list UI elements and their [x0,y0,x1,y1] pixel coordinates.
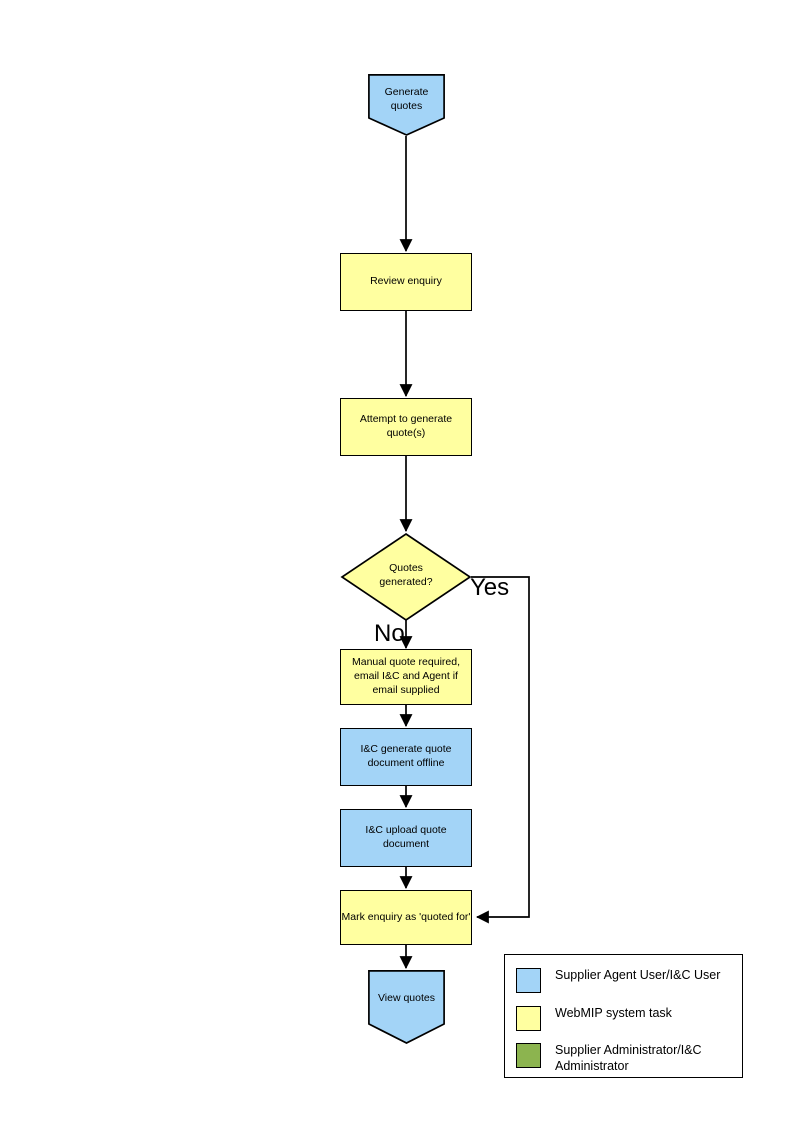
node-label: I&C generate quote document offline [360,743,452,769]
legend-swatch-green [516,1043,541,1068]
legend-swatch-blue [516,968,541,993]
node-generate-quotes[interactable]: Generate quotes [368,74,445,136]
node-ic-upload-quote-document[interactable]: I&C upload quote document [340,809,472,867]
legend-label: Supplier Agent User/I&C User [555,968,721,982]
legend-swatch-yellow [516,1006,541,1031]
legend: Supplier Agent User/I&C User WebMIP syst… [504,954,743,1078]
edge-label-no: No [374,620,405,647]
legend-item-webmip-system-task: WebMIP system task [516,1006,672,1031]
legend-label: Supplier Administrator/I&C Administrator [555,1043,702,1073]
legend-label: WebMIP system task [555,1006,672,1020]
node-label: Quotes generated? [379,562,433,588]
node-attempt-generate-quotes[interactable]: Attempt to generate quote(s) [340,398,472,456]
node-mark-enquiry-quoted-for[interactable]: Mark enquiry as 'quoted for' [340,890,472,945]
node-label: Mark enquiry as 'quoted for' [341,910,471,923]
node-ic-generate-quote-document[interactable]: I&C generate quote document offline [340,728,472,786]
node-view-quotes[interactable]: View quotes [368,970,445,1044]
node-label: Review enquiry [370,275,442,288]
edge-label-yes: Yes [470,574,510,601]
node-quotes-generated-decision[interactable]: Quotes generated? [340,532,472,622]
legend-item-supplier-administrator: Supplier Administrator/I&C Administrator [516,1043,702,1074]
node-label: Manual quote required, email I&C and Age… [352,656,460,696]
node-label: Attempt to generate quote(s) [359,413,453,439]
node-label: I&C upload quote document [365,824,447,850]
node-review-enquiry[interactable]: Review enquiry [340,253,472,311]
edge-decision-yes-to-mark [471,576,530,924]
legend-item-supplier-agent-user: Supplier Agent User/I&C User [516,968,720,993]
node-manual-quote-required[interactable]: Manual quote required, email I&C and Age… [340,649,472,705]
node-label: View quotes [377,992,435,1004]
node-label: Generate quotes [384,86,429,112]
